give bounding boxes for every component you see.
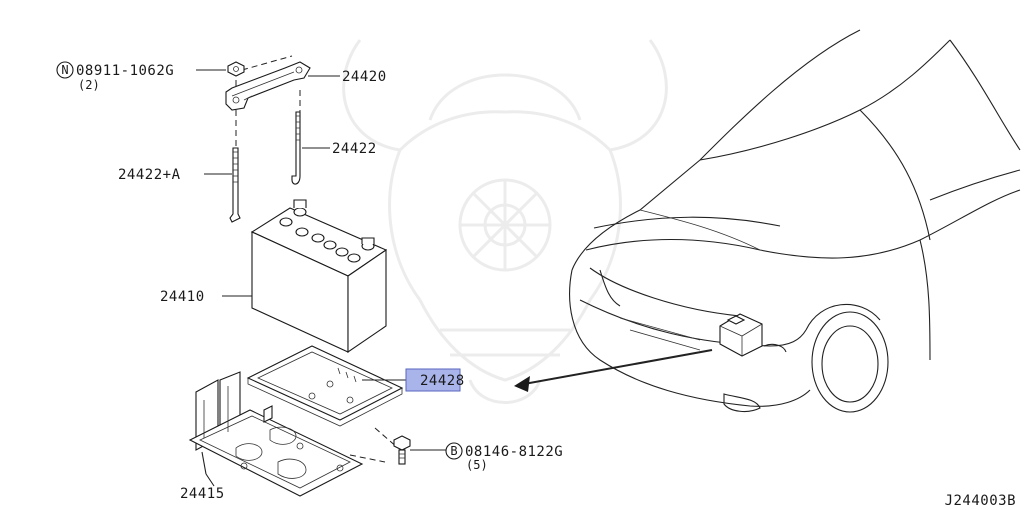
figure-id: J244003B <box>945 493 1016 509</box>
callout-battery[interactable]: 24410 <box>160 289 205 305</box>
bolt-part[interactable] <box>393 435 411 465</box>
assembly-line-bolt-2 <box>349 454 386 463</box>
location-arrow <box>514 349 713 392</box>
leader-bracket-2 <box>201 451 207 475</box>
tray-part-number: 24428 <box>420 373 465 389</box>
bolt-prefix: B <box>450 444 457 458</box>
callout-rod-left[interactable]: 24422+A <box>118 167 181 183</box>
rod-right-part[interactable] <box>291 111 301 185</box>
n-prefix-circle <box>56 61 74 79</box>
tray-part[interactable] <box>246 345 404 427</box>
callout-bolt[interactable]: B 08146-8122G (5) <box>445 442 563 472</box>
leader-bracket <box>205 473 215 487</box>
callout-tray[interactable]: 24428 <box>405 368 465 392</box>
b-prefix-circle <box>445 442 463 460</box>
assembly-line-nut <box>241 55 293 71</box>
bolt-quantity: (5) <box>466 458 488 472</box>
nut-quantity: (2) <box>78 78 100 92</box>
bolt-part-number: 08146-8122G <box>465 444 563 460</box>
clamp-part-number: 24420 <box>342 69 387 85</box>
callout-clamp[interactable]: 24420 <box>342 69 387 85</box>
car-illustration <box>569 29 1021 413</box>
callout-bracket[interactable]: 24415 <box>180 486 225 502</box>
callout-rod-right[interactable]: 24422 <box>332 141 377 157</box>
battery-caps <box>279 199 375 263</box>
bracket-part[interactable] <box>188 371 364 497</box>
nut-part-number: 08911-1062G <box>76 63 174 79</box>
battery-part[interactable] <box>250 199 388 354</box>
nut-prefix: N <box>61 63 68 77</box>
tray-highlight-box <box>405 368 461 392</box>
rod-right-part-number: 24422 <box>332 141 377 157</box>
nut-part[interactable] <box>227 61 245 77</box>
clamp-part[interactable] <box>225 61 311 111</box>
rod-left-part[interactable] <box>229 147 241 223</box>
battery-part-number: 24410 <box>160 289 205 305</box>
bracket-part-number: 24415 <box>180 486 225 502</box>
watermark-emblem <box>342 39 668 404</box>
callout-nut[interactable]: N 08911-1062G (2) <box>56 61 174 92</box>
rod-left-part-number: 24422+A <box>118 167 181 183</box>
